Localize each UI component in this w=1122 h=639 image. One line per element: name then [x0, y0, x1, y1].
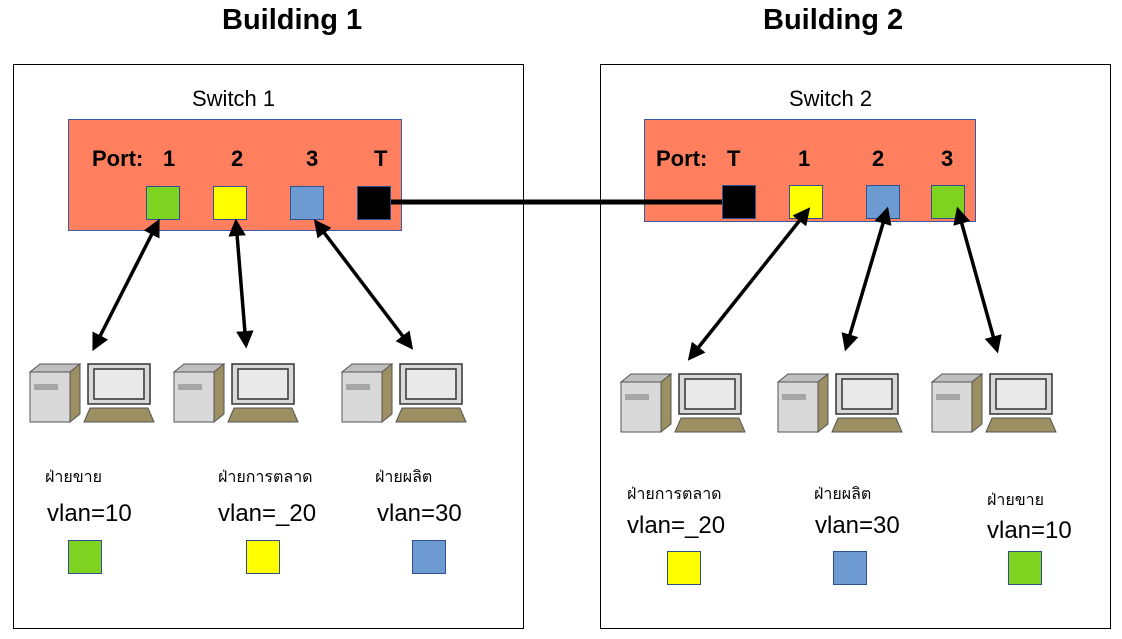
switch-1-port-2[interactable] — [213, 186, 247, 220]
monitor-icon — [831, 373, 903, 433]
b2-dept-2-color-swatch — [833, 551, 867, 585]
switch-1-name: Switch 1 — [192, 86, 276, 111]
switch-2-port-2-label: 2 — [872, 146, 885, 171]
b2-dept-3-vlan: vlan=10 — [987, 517, 1072, 544]
switch-2-name: Switch 2 — [789, 86, 873, 111]
b1-dept-3-name: ฝ่ายผลิต — [375, 467, 433, 486]
link-switch-2-port-3 — [953, 206, 1002, 354]
monitor-icon — [83, 363, 155, 423]
monitor-icon — [395, 363, 467, 423]
b1-dept-3-vlan: vlan=30 — [377, 500, 462, 527]
switch-2-port-t-label: T — [727, 146, 741, 171]
computer-icon — [340, 362, 467, 424]
b2-dept-1-vlan: vlan=_20 — [627, 512, 726, 539]
tower-icon — [930, 372, 984, 434]
b1-dept-3-color-swatch — [412, 540, 446, 574]
building-2-title: Building 2 — [763, 4, 904, 36]
switch-1-port-1[interactable] — [146, 186, 180, 220]
tower-icon — [340, 362, 394, 424]
b1-dept-2-color-swatch — [246, 540, 280, 574]
b2-dept-2-name: ฝ่ายผลิต — [814, 484, 872, 503]
computer-icon — [619, 372, 746, 434]
b1-dept-2-vlan: vlan=_20 — [218, 500, 317, 527]
b1-dept-1-name: ฝ่ายขาย — [45, 467, 103, 486]
b2-dept-3-name: ฝ่ายขาย — [987, 490, 1045, 509]
switch-1-port-t-label: T — [374, 146, 388, 171]
tower-icon — [172, 362, 226, 424]
computer-icon — [776, 372, 903, 434]
switch-1-port-3-label: 3 — [306, 146, 319, 171]
link-switch-2-port-2 — [841, 206, 892, 352]
computer-icon — [172, 362, 299, 424]
b2-dept-3-color-swatch — [1008, 551, 1042, 585]
switch-1-port-t[interactable] — [357, 186, 391, 220]
switch-2-port-label: Port: — [656, 146, 708, 171]
b2-dept-1-name: ฝ่ายการตลาด — [627, 484, 722, 503]
switch-2-port-3-label: 3 — [941, 146, 954, 171]
tower-icon — [28, 362, 82, 424]
computer-icon — [28, 362, 155, 424]
b1-dept-2-name: ฝ่ายการตลาด — [218, 467, 313, 486]
switch-2-port-1-label: 1 — [798, 146, 811, 171]
b1-dept-1-color-swatch — [68, 540, 102, 574]
building-1-title: Building 1 — [222, 4, 363, 36]
switch-1-port-1-label: 1 — [163, 146, 176, 171]
b1-dept-1-vlan: vlan=10 — [47, 500, 132, 527]
tower-icon — [619, 372, 673, 434]
monitor-icon — [227, 363, 299, 423]
link-switch-1-port-3 — [313, 219, 414, 350]
switch-1-port-label: Port: — [92, 146, 144, 171]
link-switch-1-port-1 — [92, 218, 160, 352]
monitor-icon — [674, 373, 746, 433]
monitor-icon — [985, 373, 1057, 433]
link-switch-1-port-2 — [228, 218, 254, 349]
tower-icon — [776, 372, 830, 434]
b2-dept-2-vlan: vlan=30 — [815, 512, 900, 539]
b2-dept-1-color-swatch — [667, 551, 701, 585]
computer-icon — [930, 372, 1057, 434]
link-switch-2-port-1 — [687, 207, 811, 361]
switch-1-port-3[interactable] — [290, 186, 324, 220]
switch-1-port-2-label: 2 — [231, 146, 244, 171]
